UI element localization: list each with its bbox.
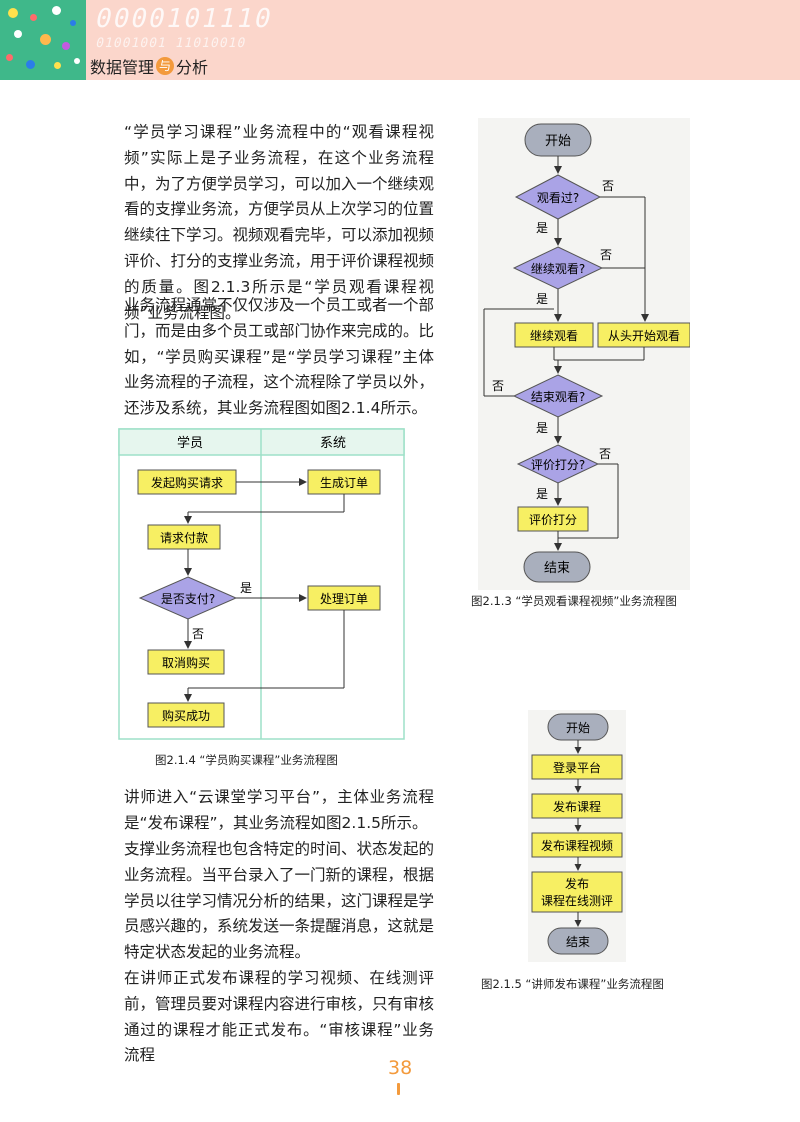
page-number-tick — [397, 1083, 400, 1095]
paragraph-5: 在讲师正式发布课程的学习视频、在线测评前，管理员要对课程内容进行审核，只有审核通… — [124, 966, 434, 1069]
flow-end-label: 结束 — [544, 561, 570, 576]
step-request-purchase-label: 发起购买请求 — [151, 475, 223, 490]
book-title-amp-badge: 与 — [156, 57, 175, 75]
decision-end-watch-label: 结束观看? — [531, 390, 585, 404]
fig215-step-login-label: 登录平台 — [553, 760, 601, 775]
lane-system-header: 系统 — [320, 436, 346, 451]
paragraph-5-text: 在讲师正式发布课程的学习视频、在线测评前，管理员要对课程内容进行审核，只有审核通… — [124, 969, 435, 1065]
step-request-payment-label: 请求付款 — [160, 531, 208, 545]
page-number: 38 — [388, 1057, 413, 1079]
fig215-start-label: 开始 — [566, 721, 590, 735]
decision-paid-yes-label: 是 — [240, 581, 252, 595]
step-process-order-label: 处理订单 — [320, 592, 368, 606]
figure-2-1-5-flowchart: 开始 登录平台 发布课程 发布课程视频 发布 课程在线测评 结束 — [528, 710, 626, 962]
figure-2-1-5-caption: 图2.1.5 “讲师发布课程”业务流程图 — [481, 977, 664, 991]
d2-no-label: 否 — [600, 248, 612, 262]
d2-yes-label: 是 — [536, 292, 548, 306]
decision-paid-label: 是否支付? — [161, 592, 215, 606]
paragraph-1: “学员学习课程”业务流程中的“观看课程视频”实际上是子业务流程，在这个业务流程中… — [124, 120, 434, 326]
process-restart-watch-label: 从头开始观看 — [608, 329, 680, 343]
header-decorative-digits: 0000101110 — [92, 4, 276, 34]
decision-watched-label: 观看过? — [537, 191, 579, 205]
figure-2-1-3-caption: 图2.1.3 “学员观看课程视频”业务流程图 — [471, 594, 677, 608]
book-title-part2: 分析 — [176, 58, 209, 77]
paragraph-2: 业务流程通常不仅仅涉及一个员工或者一个部门，而是由多个员工或部门协作来完成的。比… — [124, 293, 434, 422]
d3-yes-label: 是 — [536, 421, 548, 435]
decision-continue-label: 继续观看? — [531, 262, 585, 276]
lane-student-header: 学员 — [177, 435, 203, 451]
paragraph-2-text: 业务流程通常不仅仅涉及一个员工或者一个部门，而是由多个员工或部门协作来完成的。比… — [124, 296, 435, 418]
fig215-end-terminal — [547, 927, 609, 955]
fig215-step-publish-course-label: 发布课程 — [553, 799, 601, 814]
process-rate — [517, 506, 589, 532]
fig215-step-publish-video-label: 发布课程视频 — [541, 838, 613, 853]
fig215-step-publish-video — [531, 832, 623, 858]
flow-end-terminal — [523, 551, 591, 583]
header-band — [0, 0, 800, 80]
step-cancel-purchase — [147, 649, 225, 675]
figure-2-1-4-caption: 图2.1.4 “学员购买课程”业务流程图 — [155, 753, 338, 767]
fig215-step-login — [531, 754, 623, 780]
figure-2-1-4-swimlane: 学员 系统 发起购买请求 生成订单 请求付款 是否支付? 是 处理订单 否 取消… — [118, 428, 405, 740]
figure-2-1-3-flowchart: 开始 观看过? 否 是 继续观看? 否 是 继续观看 从头开始观看 结束观看? … — [478, 118, 690, 590]
process-restart-watch — [597, 322, 690, 348]
paragraph-3: 讲师进入“云课堂学习平台”，主体业务流程是“发布课程”，其业务流程如图2.1.5… — [124, 785, 434, 837]
step-purchase-success-label: 购买成功 — [162, 708, 210, 723]
paragraph-4-text: 支撑业务流程也包含特定的时间、状态发起的业务流程。当平台录入了一门新的课程，根据… — [124, 840, 435, 962]
step-cancel-purchase-label: 取消购买 — [162, 655, 210, 670]
paragraph-3-text: 讲师进入“云课堂学习平台”，主体业务流程是“发布课程”，其业务流程如图2.1.5… — [124, 788, 434, 832]
flow-start-label: 开始 — [545, 134, 571, 149]
step-request-purchase — [137, 469, 237, 495]
d1-no-label: 否 — [602, 179, 614, 193]
d3-no-label: 否 — [492, 379, 504, 393]
step-generate-order — [307, 469, 381, 495]
book-title-part1: 数据管理 — [90, 58, 155, 77]
d4-yes-label: 是 — [536, 487, 548, 501]
decision-paid-no-label: 否 — [192, 627, 204, 641]
paragraph-1-text: “学员学习课程”业务流程中的“观看课程视频”实际上是子业务流程，在这个业务流程中… — [124, 123, 435, 322]
fig215-end-label: 结束 — [566, 935, 590, 949]
fig215-step-publish-test-label-2: 课程在线测评 — [541, 893, 613, 908]
paragraph-4: 支撑业务流程也包含特定的时间、状态发起的业务流程。当平台录入了一门新的课程，根据… — [124, 837, 434, 966]
step-request-payment — [147, 524, 221, 550]
fig215-step-publish-test — [531, 871, 623, 913]
fig215-step-publish-course — [531, 793, 623, 819]
header-decorative-digits-small: 01001001 11010010 — [94, 36, 248, 51]
d4-no-label: 否 — [599, 447, 611, 461]
step-generate-order-label: 生成订单 — [320, 476, 368, 490]
fig215-step-publish-test-label-1: 发布 — [565, 876, 589, 891]
process-continue-watch-label: 继续观看 — [530, 329, 578, 343]
book-title: 数据管理 与 分析 — [90, 54, 208, 78]
process-rate-label: 评价打分 — [529, 513, 577, 527]
d1-yes-label: 是 — [536, 221, 548, 235]
decision-rate-label: 评价打分? — [531, 458, 585, 472]
step-purchase-success — [147, 702, 225, 728]
header-logo-graphic — [0, 0, 86, 80]
